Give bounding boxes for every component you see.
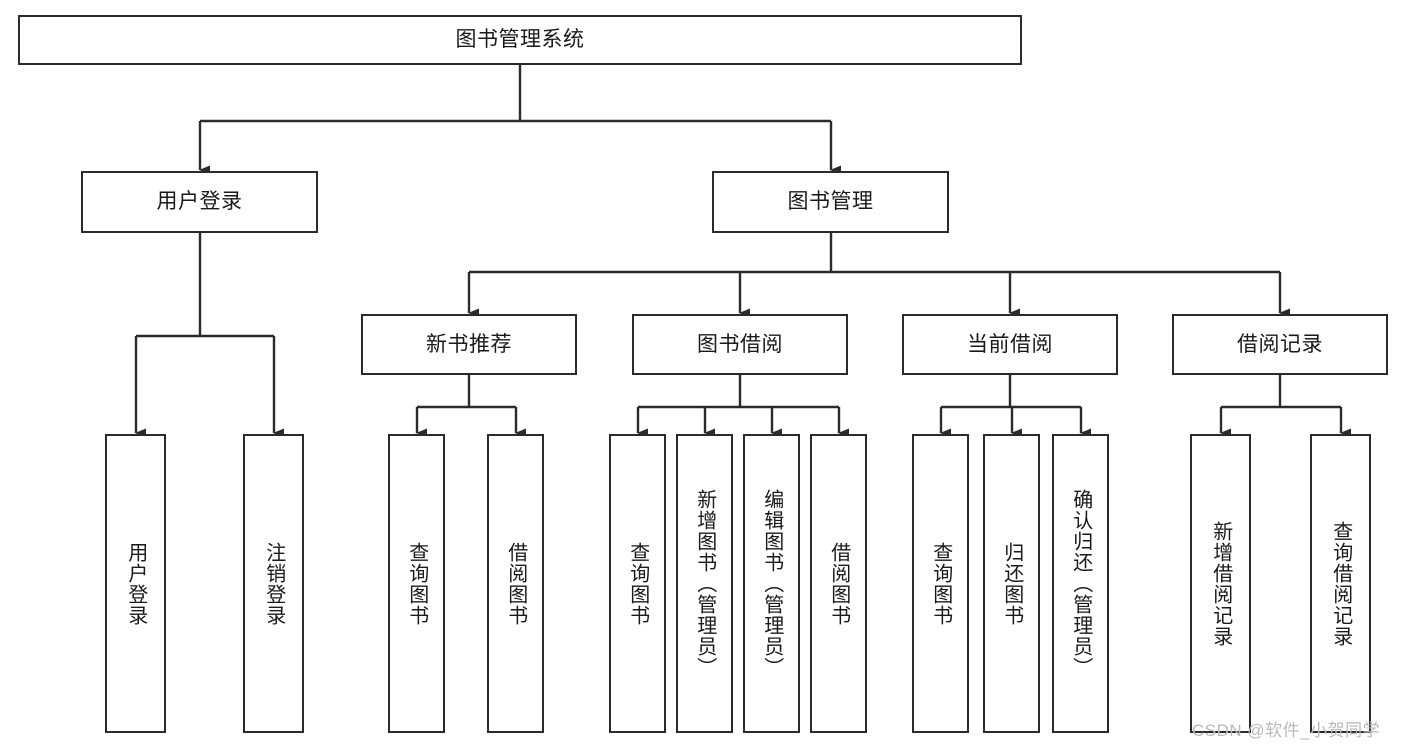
edges	[134, 65, 1351, 438]
node-label: 新增借阅记录	[1209, 520, 1232, 647]
node-leaf-cur-query-book[interactable]: 查询图书	[912, 434, 969, 733]
node-label: 查询图书	[626, 541, 649, 626]
node-current-borrow[interactable]: 当前借阅	[902, 314, 1118, 375]
node-leaf-rec-query-book[interactable]: 查询图书	[388, 434, 445, 733]
node-label: 用户登录	[156, 190, 243, 214]
node-label: 当前借阅	[967, 332, 1053, 356]
node-label: 编辑图书（管理员）	[760, 489, 783, 678]
node-leaf-borrow-borrow-book[interactable]: 借阅图书	[810, 434, 867, 733]
node-leaf-cur-return-book[interactable]: 归还图书	[983, 434, 1040, 733]
node-label: 注销登录	[262, 541, 285, 626]
node-leaf-borrow-query-book[interactable]: 查询图书	[609, 434, 666, 733]
node-new-book-rec[interactable]: 新书推荐	[361, 314, 577, 375]
node-label: 查询借阅记录	[1329, 520, 1352, 647]
node-leaf-borrow-add-book[interactable]: 新增图书（管理员）	[676, 434, 733, 733]
node-label: 确认归还（管理员）	[1069, 489, 1092, 678]
node-label: 借阅记录	[1237, 332, 1323, 356]
node-label: 图书借阅	[697, 332, 783, 356]
node-leaf-rec-add-record[interactable]: 新增借阅记录	[1190, 434, 1251, 733]
node-leaf-rec-query-record[interactable]: 查询借阅记录	[1310, 434, 1371, 733]
node-label: 新书推荐	[426, 332, 512, 356]
node-label: 图书管理系统	[455, 28, 585, 52]
node-label: 查询图书	[405, 541, 428, 626]
node-label: 查询图书	[929, 541, 952, 626]
node-book-manage[interactable]: 图书管理	[712, 171, 949, 233]
node-label: 借阅图书	[504, 541, 527, 626]
node-label: 新增图书（管理员）	[693, 489, 716, 678]
node-book-borrow[interactable]: 图书借阅	[632, 314, 848, 375]
node-leaf-user-logout[interactable]: 注销登录	[243, 434, 304, 733]
node-label: 用户登录	[124, 541, 147, 626]
node-root[interactable]: 图书管理系统	[18, 15, 1022, 65]
node-leaf-cur-confirm-return[interactable]: 确认归还（管理员）	[1052, 434, 1109, 733]
node-leaf-borrow-edit-book[interactable]: 编辑图书（管理员）	[743, 434, 800, 733]
node-leaf-rec-borrow-book[interactable]: 借阅图书	[487, 434, 544, 733]
node-borrow-record[interactable]: 借阅记录	[1172, 314, 1388, 375]
node-user-login[interactable]: 用户登录	[81, 171, 318, 233]
node-label: 借阅图书	[827, 541, 850, 626]
node-leaf-user-login[interactable]: 用户登录	[105, 434, 166, 733]
node-label: 归还图书	[1000, 541, 1023, 626]
node-label: 图书管理	[787, 190, 874, 214]
